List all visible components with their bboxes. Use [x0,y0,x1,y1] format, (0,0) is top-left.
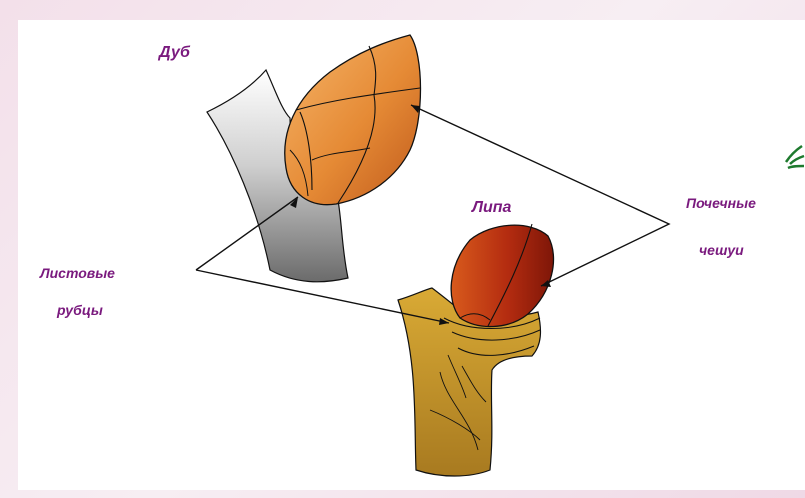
plant-fragment [786,146,804,168]
linden-bud [451,224,553,327]
label-bud-scales-line2: чешуи [699,241,744,259]
label-leaf-scars-line1: Листовые [40,264,115,282]
label-bud-scales-line1: Почечные [686,194,756,212]
label-linden: Липа [472,198,511,218]
oak-bud [285,35,421,205]
label-leaf-scars-line2: рубцы [57,301,103,319]
label-oak: Дуб [159,43,190,63]
